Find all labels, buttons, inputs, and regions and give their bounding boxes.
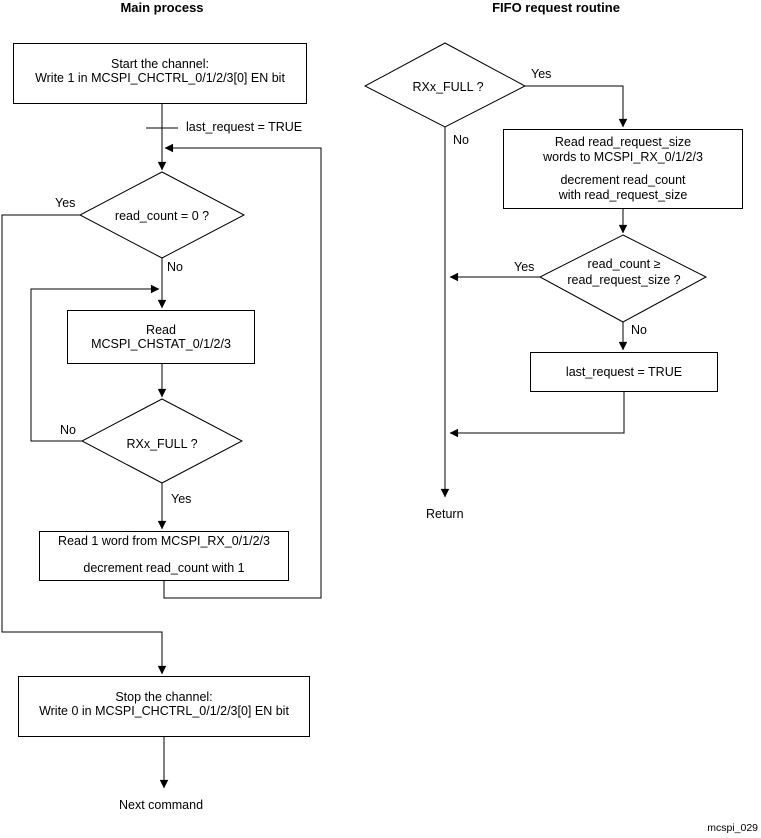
- stop-box-line2: Write 0 in MCSPI_CHCTRL_0/1/2/3[0] EN bi…: [39, 704, 289, 718]
- last-request-box-label: last_request = TRUE: [565, 365, 683, 379]
- read-count-no-label: No: [167, 260, 183, 274]
- decision-diamond-read-count-zero: [78, 171, 246, 259]
- read-count-yes-label: Yes: [55, 196, 76, 210]
- read-word-line2: decrement read_count with 1: [83, 561, 245, 575]
- init-last-request-label: last_request = TRUE: [186, 120, 303, 134]
- fifo-routine-title: FIFO request routine: [492, 0, 620, 15]
- process-box-start-channel: Start the channel: Write 1 in MCSPI_CHCT…: [13, 43, 307, 104]
- read-chstat-line2: MCSPI_CHSTAT_0/1/2/3: [91, 337, 231, 351]
- connector-fifo-yes-to-readrequest: [525, 85, 628, 128]
- read-request-line1: Read read_request_size: [554, 135, 692, 149]
- size-decision-no-label: No: [631, 323, 647, 337]
- process-box-stop-channel: Stop the channel: Write 0 in MCSPI_CHCTR…: [18, 676, 310, 737]
- next-command-label: Next command: [118, 798, 204, 812]
- stop-box-line1: Stop the channel:: [115, 690, 213, 704]
- process-box-read-chstat: Read MCSPI_CHSTAT_0/1/2/3: [67, 310, 255, 364]
- size-decision-label: read_count ≥ read_request_size ?: [567, 256, 680, 288]
- figure-id-label: mcspi_029: [707, 822, 758, 834]
- rxx-full-fifo-decision-label: RXx_FULL ?: [412, 80, 484, 94]
- connector-rxxfull-no-loopback: [30, 284, 160, 442]
- process-box-last-request-true: last_request = TRUE: [530, 352, 718, 392]
- read-count-decision-label: read_count = 0 ?: [114, 209, 210, 223]
- decision-diamond-read-count-size: [538, 234, 708, 323]
- read-request-line4: with read_request_size: [558, 188, 688, 202]
- rxx-full-main-no-label: No: [60, 423, 76, 437]
- decision-diamond-rxx-full-main: [80, 398, 244, 484]
- size-decision-yes-label: Yes: [514, 260, 535, 274]
- read-request-line3: decrement read_count: [560, 173, 686, 187]
- rxx-full-main-yes-label: Yes: [171, 492, 192, 506]
- rxx-full-main-decision-label: RXx_FULL ?: [126, 437, 198, 451]
- rxx-full-fifo-yes-label: Yes: [531, 67, 552, 81]
- size-decision-line1: read_count ≥: [587, 257, 661, 271]
- decision-diamond-rxx-full-fifo: [363, 42, 527, 128]
- read-chstat-line1: Read: [146, 323, 176, 337]
- connector-loopback-right: [163, 143, 322, 599]
- size-decision-line2: read_request_size ?: [567, 273, 681, 287]
- return-label: Return: [426, 507, 464, 521]
- read-request-line2: words to MCSPI_RX_0/1/2/3: [543, 150, 703, 164]
- start-box-line2: Write 1 in MCSPI_CHCTRL_0/1/2/3[0] EN bi…: [35, 70, 285, 85]
- process-box-read-request-size: Read read_request_size words to MCSPI_RX…: [503, 129, 743, 209]
- main-process-title: Main process: [120, 0, 204, 15]
- read-word-line1: Read 1 word from MCSPI_RX_0/1/2/3: [58, 534, 270, 548]
- connector-readcount-yes-to-stop: [1, 214, 167, 675]
- connector-lastrequest-to-return-line: [449, 392, 625, 438]
- start-box-line1: Start the channel:: [111, 56, 209, 71]
- process-box-read-one-word: Read 1 word from MCSPI_RX_0/1/2/3 decrem…: [39, 531, 289, 581]
- rxx-full-fifo-no-label: No: [453, 133, 469, 147]
